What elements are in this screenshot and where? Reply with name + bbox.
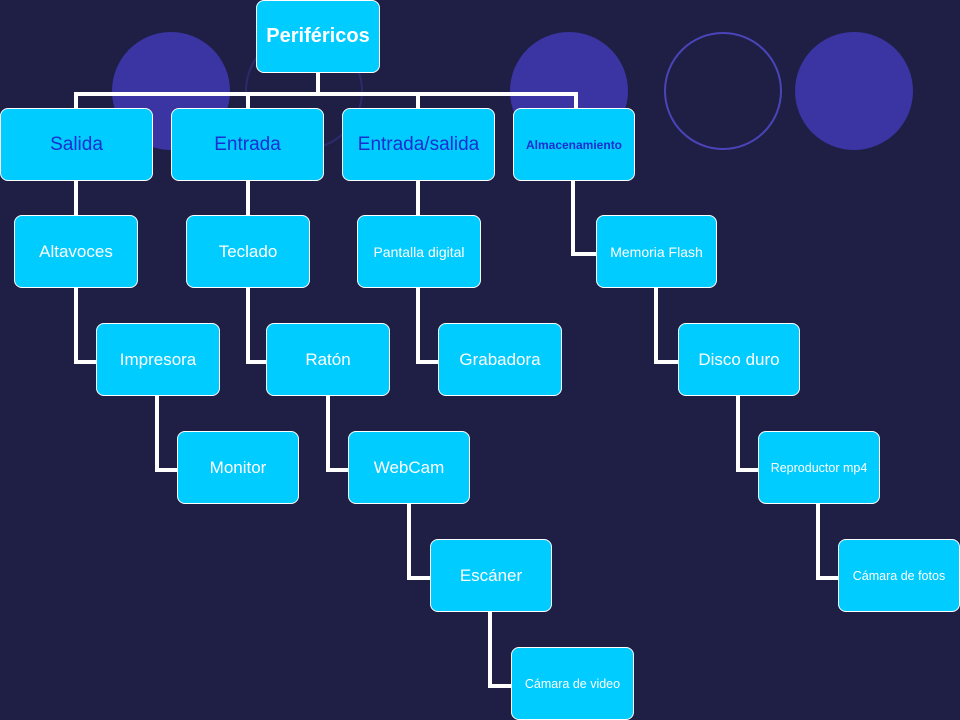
node-label: Escáner	[459, 565, 523, 585]
node-label: Memoria Flash	[610, 243, 703, 260]
node-category-entrada-salida: Entrada/salida	[342, 108, 495, 181]
node-pantalla-digital: Pantalla digital	[357, 215, 481, 288]
node-label: Almacenamiento	[525, 137, 623, 152]
node-label: Grabadora	[459, 349, 541, 369]
node-category-almacenamiento: Almacenamiento	[513, 108, 635, 181]
node-reproductor-mp4: Reproductor mp4	[758, 431, 880, 504]
node-label: Disco duro	[698, 349, 780, 369]
node-label: WebCam	[373, 457, 445, 477]
node-category-salida: Salida	[0, 108, 153, 181]
node-disco-duro: Disco duro	[678, 323, 800, 396]
node-escaner: Escáner	[430, 539, 552, 612]
node-teclado: Teclado	[186, 215, 310, 288]
node-camara-de-video: Cámara de video	[511, 647, 634, 720]
node-label: Entrada/salida	[357, 133, 480, 155]
node-label: Cámara de fotos	[852, 568, 946, 583]
node-memoria-flash: Memoria Flash	[596, 215, 717, 288]
node-grabadora: Grabadora	[438, 323, 562, 396]
node-label: Monitor	[209, 457, 267, 477]
decor-ring	[664, 32, 782, 150]
node-category-entrada: Entrada	[171, 108, 324, 181]
node-label: Salida	[50, 133, 103, 155]
node-label: Altavoces	[39, 241, 113, 261]
node-altavoces: Altavoces	[14, 215, 138, 288]
node-label: Cámara de video	[524, 676, 621, 691]
node-label: Impresora	[119, 349, 197, 369]
node-webcam: WebCam	[348, 431, 470, 504]
node-camara-de-fotos: Cámara de fotos	[838, 539, 960, 612]
node-label: Pantalla digital	[373, 243, 465, 260]
node-label: Entrada	[214, 133, 281, 155]
node-label: Ratón	[305, 349, 351, 369]
node-impresora: Impresora	[96, 323, 220, 396]
node-monitor: Monitor	[177, 431, 299, 504]
decor-circle	[795, 32, 913, 150]
node-root: Periféricos	[256, 0, 380, 73]
node-label: Teclado	[218, 241, 278, 261]
node-label: Periféricos	[266, 25, 370, 47]
node-raton: Ratón	[266, 323, 390, 396]
node-label: Reproductor mp4	[770, 460, 868, 475]
